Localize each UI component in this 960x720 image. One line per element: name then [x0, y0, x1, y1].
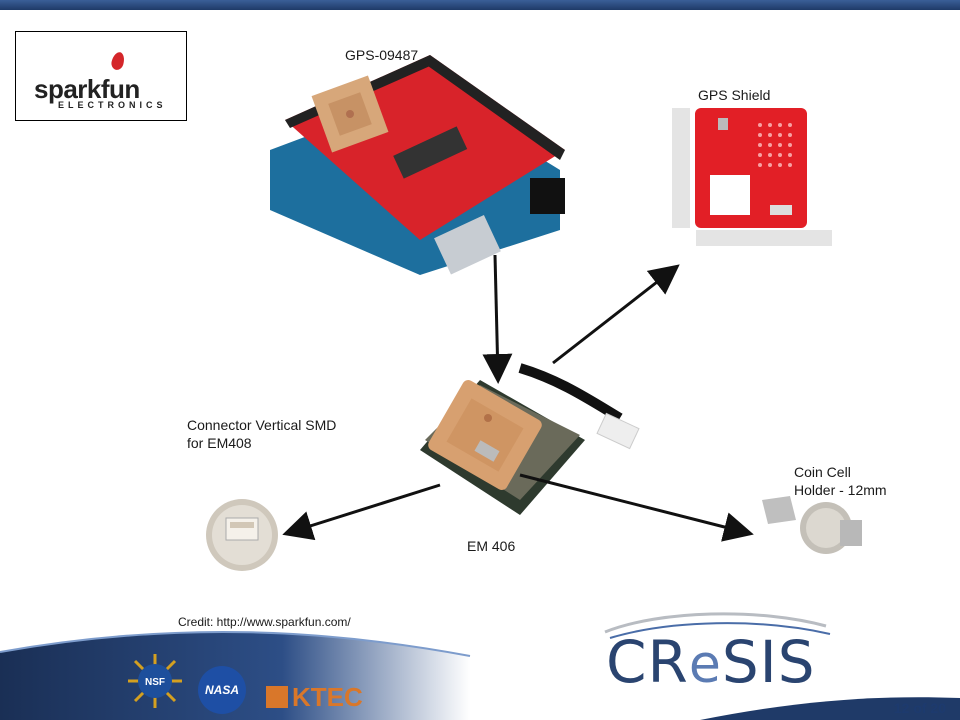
ktec-mark-icon: [266, 686, 288, 708]
arrow-to-shield: [552, 264, 680, 365]
title-bar: [0, 0, 960, 10]
gps-shield-photo: [672, 108, 832, 246]
sparkfun-logo-subtext: ELECTRONICS: [58, 100, 167, 110]
nsf-logo-text: NSF: [145, 677, 165, 688]
gps-09487-label: GPS-09487: [345, 47, 419, 63]
coin-cell-photo: [762, 496, 862, 554]
gps-shield-label: GPS Shield: [698, 87, 771, 103]
connector-label-line2: for EM408: [187, 435, 252, 451]
page-current: 12: [893, 700, 910, 716]
arrow-to-connector: [282, 483, 441, 541]
connector-label-line1: Connector Vertical SMD: [187, 417, 337, 433]
nasa-logo: NASA: [198, 666, 246, 714]
page-of: of: [913, 700, 927, 716]
em406-label: EM 406: [467, 538, 516, 554]
gps-09487-photo: [270, 55, 565, 275]
page-total: 20: [930, 700, 946, 716]
connector-photo: [206, 499, 278, 571]
coin-cell-label-line2: Holder - 12mm: [794, 482, 887, 498]
em406-photo: [420, 363, 640, 515]
cresis-logo-cr: CR: [606, 628, 689, 696]
nsf-logo: NSF: [128, 654, 182, 708]
cresis-logo-e: e: [688, 635, 722, 695]
arrow-to-coin-cell: [519, 473, 754, 542]
arrow-to-em406: [482, 254, 513, 384]
cresis-logo-sis: SIS: [721, 628, 816, 696]
ktec-logo: KTEC: [292, 682, 363, 712]
diagram-canvas: [206, 55, 862, 571]
cresis-logo: CReSIS: [606, 632, 816, 695]
sparkfun-logo: sparkfun ELECTRONICS: [15, 31, 187, 121]
credit-text: Credit: http://www.sparkfun.com/: [178, 615, 351, 629]
page-number: 12 of 20: [894, 700, 946, 716]
coin-cell-label-line1: Coin Cell: [794, 464, 851, 480]
sparkfun-logo-text: sparkfun: [34, 74, 140, 104]
